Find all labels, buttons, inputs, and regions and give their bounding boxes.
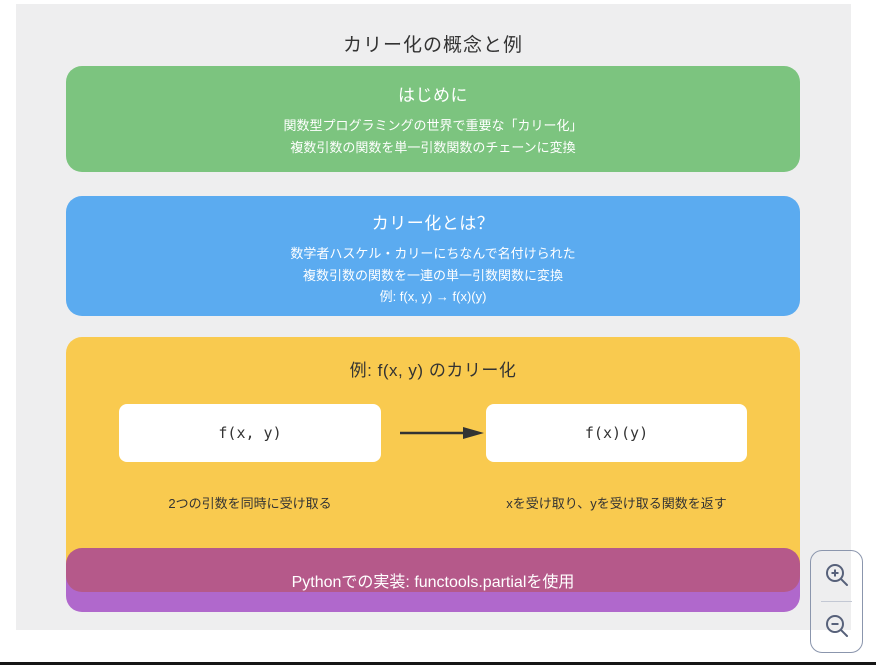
zoom-out-button[interactable] (811, 602, 862, 652)
diagram-title: カリー化の概念と例 (342, 35, 523, 56)
node-intro-line-2: 複数引数の関数を単一引数関数のチェーンに変換 (290, 139, 576, 155)
node-definition-line-3: 例: f(x, y) → f(x)(y) (379, 289, 487, 304)
caption-curried: xを受け取り、yを受け取る関数を返す (506, 496, 727, 511)
window-bottom-edge (0, 662, 876, 665)
node-definition-title: カリー化とは？ (371, 214, 495, 233)
right-arrow-icon (400, 426, 484, 440)
node-intro-title: はじめに (398, 86, 468, 105)
node-intro-body: 関数型プログラミングの世界で重要な「カリー化」 複数引数の関数を単一引数関数のチ… (66, 115, 800, 158)
zoom-controls-divider (821, 601, 852, 602)
node-intro-line-1: 関数型プログラミングの世界で重要な「カリー化」 (283, 118, 583, 133)
node-definition-line-2: 複数引数の関数を一連の単一引数関数に変換 (302, 267, 563, 283)
code-curried: f(x)(y) (584, 424, 649, 442)
diagram-canvas: カリー化の概念と例 はじめに 関数型プログラミングの世界で重要な「カリー化」 複… (16, 4, 851, 630)
node-definition-line-1: 数学者ハスケル・カリーにちなんで名付けられた (290, 246, 576, 261)
magnifier-plus-icon (824, 562, 850, 591)
code-box-uncurried: f(x, y) (119, 404, 381, 462)
node-implementation-text: Pythonでの実装: functools.partialを使用 (291, 574, 575, 591)
caption-uncurried: 2つの引数を同時に受け取る (168, 496, 332, 511)
node-definition: カリー化とは？ 数学者ハスケル・カリーにちなんで名付けられた 複数引数の関数を一… (66, 196, 800, 316)
node-example-title: 例: f(x, y) のカリー化 (349, 361, 517, 380)
zoom-controls (810, 550, 863, 653)
node-definition-body: 数学者ハスケル・カリーにちなんで名付けられた 複数引数の関数を一連の単一引数関数… (66, 243, 800, 308)
code-uncurried: f(x, y) (218, 424, 282, 442)
magnifier-minus-icon (824, 613, 850, 642)
node-intro: はじめに 関数型プログラミングの世界で重要な「カリー化」 複数引数の関数を単一引… (66, 66, 800, 172)
zoom-in-button[interactable] (811, 551, 862, 601)
code-box-curried: f(x)(y) (486, 404, 747, 462)
node-implementation: Pythonでの実装: functools.partialを使用 (66, 548, 800, 612)
